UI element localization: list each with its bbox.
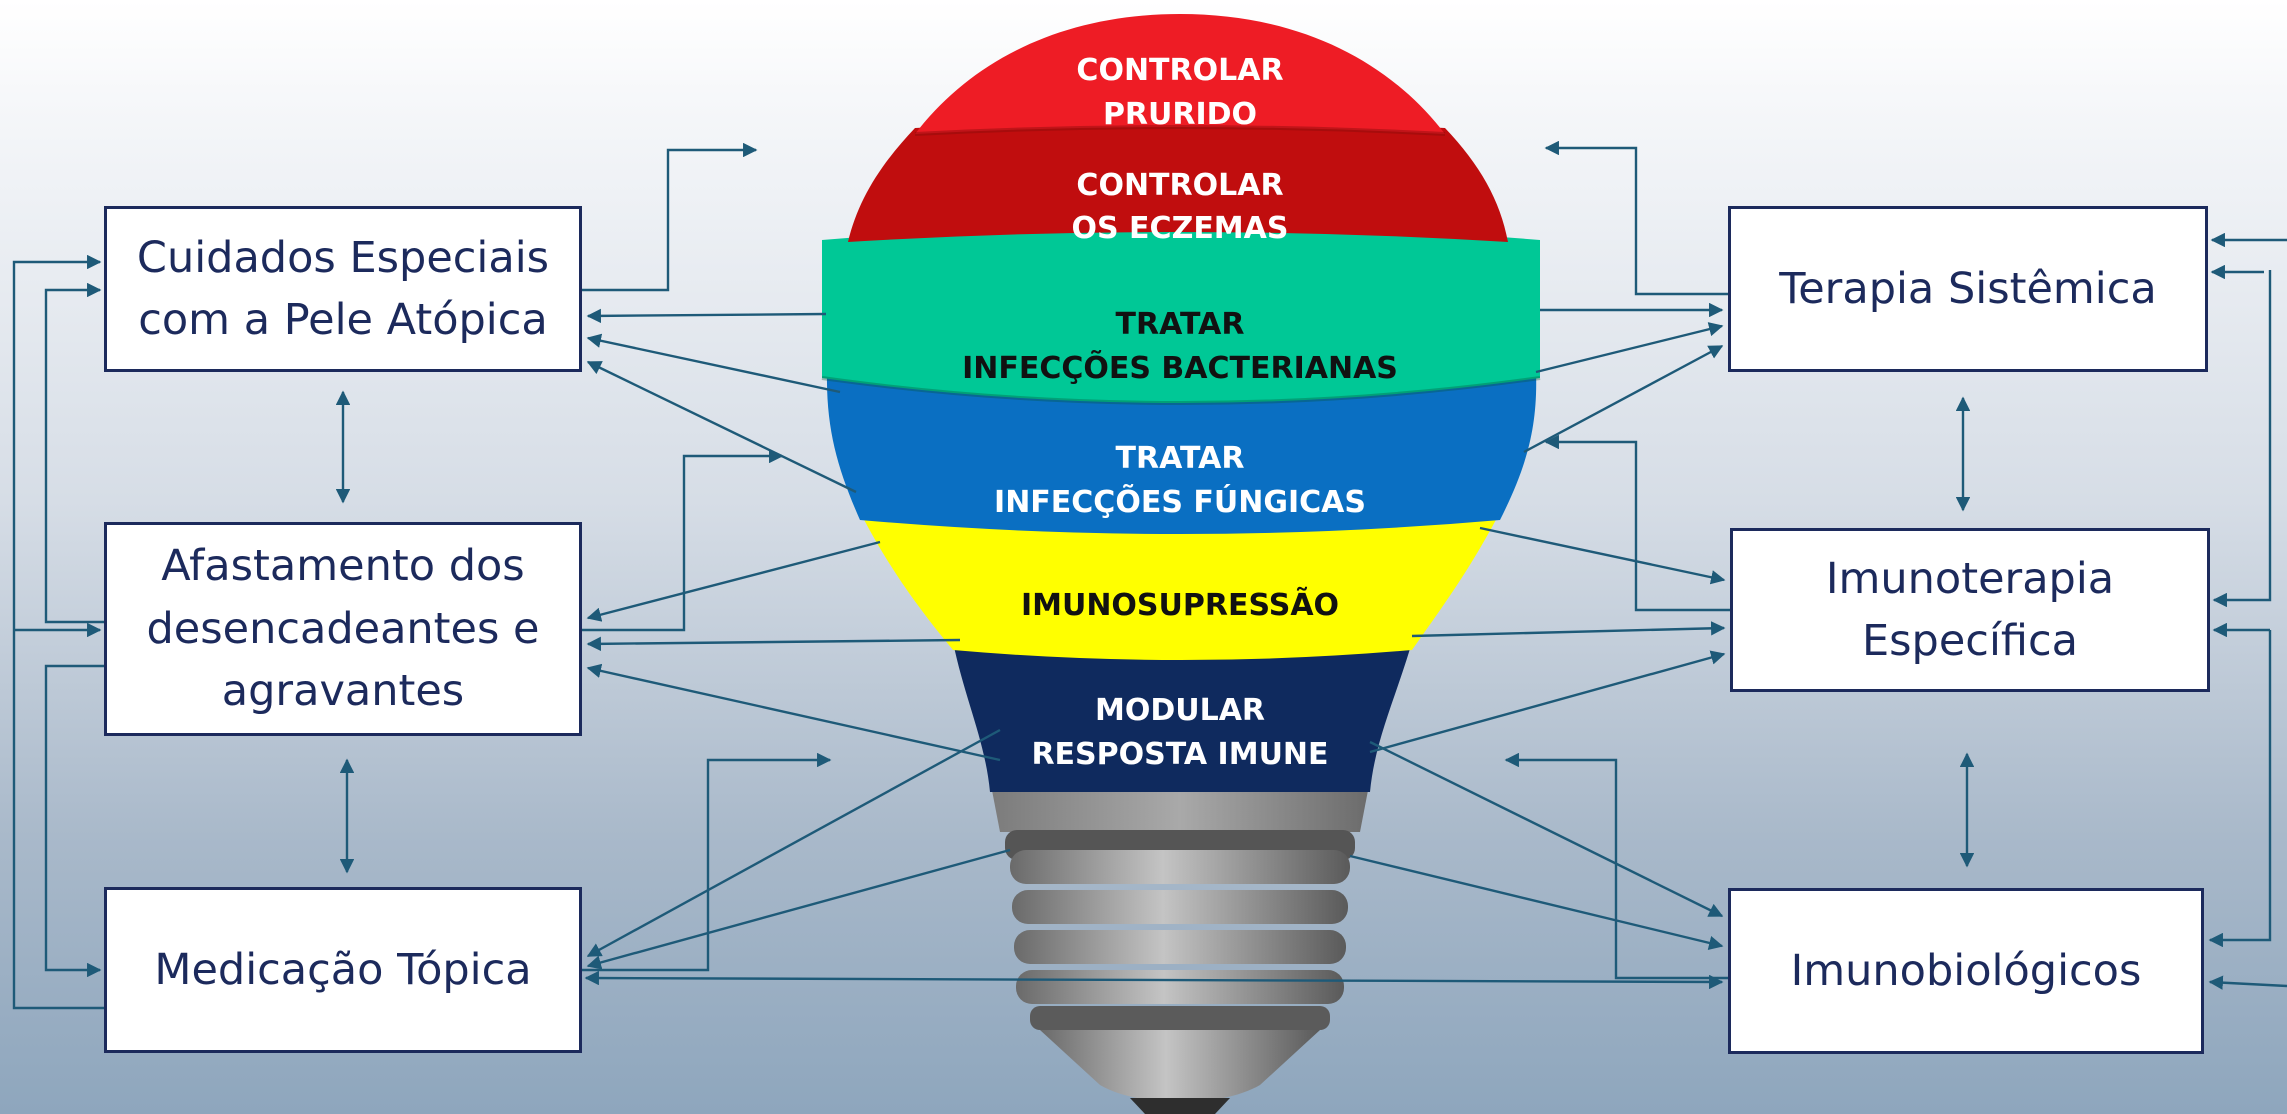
loop-left-mid: [44, 282, 104, 624]
elbow-cuidados-to-bulb: [582, 142, 758, 292]
line-imuno-to-afastamento: [586, 636, 961, 652]
layer-label-1b: PRURIDO: [1103, 97, 1257, 132]
loop-right-a: [2212, 270, 2272, 608]
line-blue-to-cuidados: [586, 333, 841, 394]
box-medicacao-topica: Medicação Tópica: [104, 887, 582, 1053]
box-imunobiologicos: Imunobiológicos: [1728, 888, 2204, 1054]
layer-label-3b: INFECÇÕES BACTERIANAS: [962, 349, 1398, 386]
bulb-layer-red-mid: [848, 121, 1508, 242]
box-imunoterapia-especifica: Imunoterapia Específica: [1730, 528, 2210, 692]
layer-label-6b: RESPOSTA IMUNE: [1031, 737, 1328, 772]
bulb-layer-yellow: [860, 512, 1500, 660]
line-blue-to-terapia: [1523, 344, 1724, 454]
layer-label-1a: CONTROLAR: [1076, 53, 1283, 88]
bulb-screw-base: [990, 780, 1370, 1114]
elbow-imunoterapia-to-bulb: [1544, 434, 1730, 612]
layer-label-5: IMUNOSUPRESSÃO: [1021, 586, 1339, 623]
layer-label-2b: OS ECZEMAS: [1072, 211, 1289, 246]
line-screw-to-imunobiologicos: [1349, 854, 1724, 950]
elbow-imunobiologicos-to-bulb: [1504, 752, 1728, 980]
bulb-layer-green: [822, 225, 1540, 403]
layer-label-2a: CONTROLAR: [1076, 168, 1283, 203]
box-afastamento: Afastamento dos desencadeantes e agravan…: [104, 522, 582, 736]
line-navy-to-afastamento: [586, 663, 1001, 762]
layer-label-3a: TRATAR: [1116, 307, 1245, 342]
line-imuno-to-imunoterapia: [1411, 621, 1726, 638]
box-imunoterapia-label: Imunoterapia Específica: [1825, 553, 2115, 666]
box-medicacao-label: Medicação Tópica: [154, 944, 532, 995]
line-navy-to-medicacao: [586, 728, 1001, 958]
box-afastamento-label: Afastamento dos desencadeantes e agravan…: [146, 541, 540, 717]
line-green-to-cuidados: [586, 308, 827, 324]
elbow-medicacao-to-bulb: [582, 752, 832, 972]
layer-label-4a: TRATAR: [1116, 441, 1245, 476]
loop-right-e: [2208, 975, 2287, 990]
elbow-afastamento-to-bulb: [582, 448, 784, 632]
elbow-terapia-to-bulb: [1544, 140, 1728, 296]
line-green2-to-terapia: [1535, 322, 1724, 374]
line-navy-to-imunobiologicos: [1369, 740, 1724, 918]
box-cuidados-especiais: Cuidados Especiais com a Pele Atópica: [104, 206, 582, 372]
layer-label-4b: INFECÇÕES FÚNGICAS: [994, 483, 1366, 520]
loop-left-outer: [12, 254, 104, 1010]
box-terapia-sistemica: Terapia Sistêmica: [1728, 206, 2208, 372]
loop-right-d: [2208, 630, 2272, 948]
bulb-layer-red-top: [915, 14, 1445, 134]
line-medicacao-to-imunobiologicos: [584, 970, 1724, 990]
connectors: [12, 140, 2287, 1010]
line-yellow-to-afastamento: [586, 540, 881, 622]
box-imunobiologicos-label: Imunobiológicos: [1790, 945, 2142, 996]
line-fungal-to-cuidados: [586, 360, 857, 494]
line-screw-to-medicacao: [586, 848, 1011, 970]
box-cuidados-label: Cuidados Especiais com a Pele Atópica: [136, 232, 550, 345]
line-yellow-to-imunoterapia: [1479, 526, 1726, 585]
bulb-layer-navy: [953, 642, 1412, 792]
bulb-layer-blue: [826, 372, 1537, 534]
box-terapia-label: Terapia Sistêmica: [1779, 263, 2157, 314]
line-navy-to-imunoterapia: [1369, 650, 1726, 754]
lightbulb: CONTROLAR PRURIDO CONTROLAR OS ECZEMAS T…: [821, 14, 1541, 1114]
layer-label-6a: MODULAR: [1095, 693, 1265, 728]
loop-left-inner: [44, 664, 104, 978]
